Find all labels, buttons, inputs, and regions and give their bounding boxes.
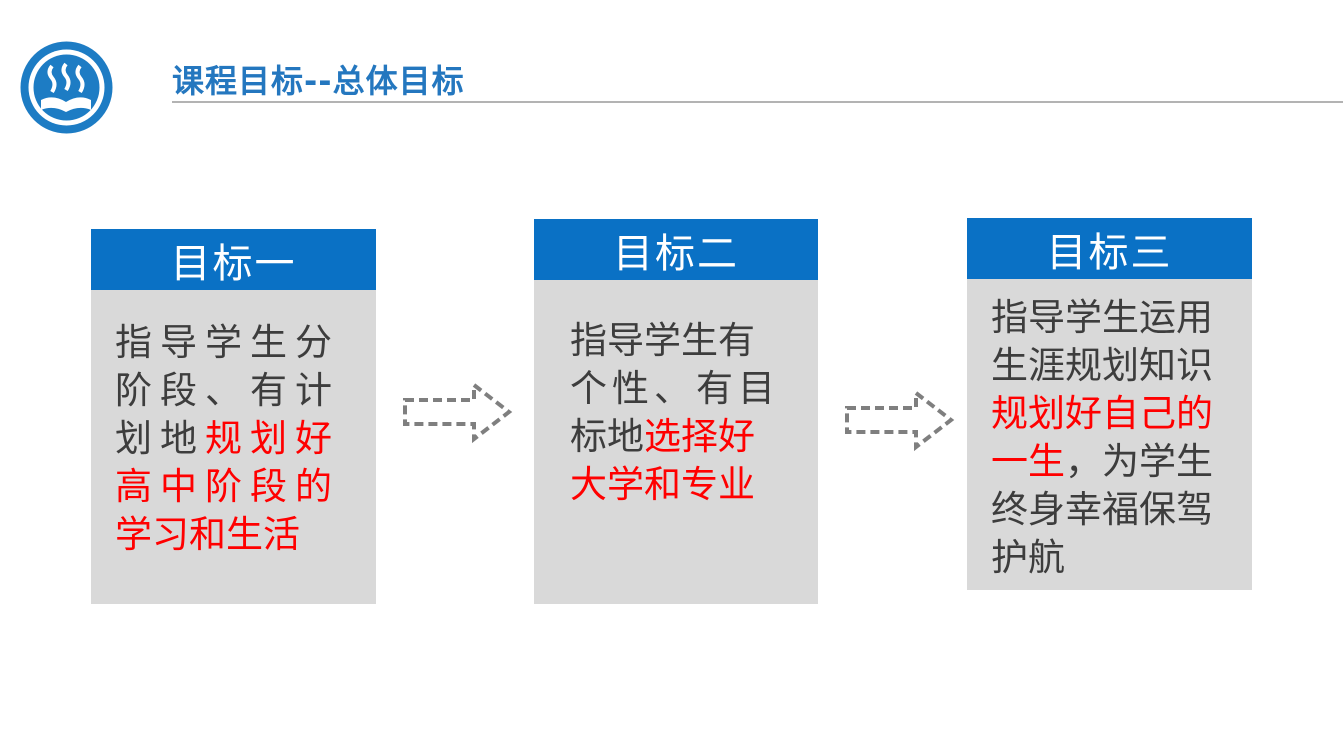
goal-highlight-text: 学习和生活 (115, 513, 300, 556)
goal-line: 阶段、有计 (115, 367, 340, 415)
goal-card-header: 目标二 (534, 219, 818, 280)
page-title: 课程目标--总体目标 (172, 62, 465, 100)
goal-highlight-text: 规划好 (205, 417, 340, 460)
goal-description: 指导学生有 个性、有目 标地选择好 大学和专业 (570, 317, 780, 509)
goal-card-header: 目标三 (967, 218, 1252, 279)
goal-text: 终身幸福保驾 (991, 488, 1213, 531)
school-logo (20, 41, 113, 134)
goal-text: 指导学生有 (570, 319, 755, 362)
goal-line: 标地选择好 (570, 413, 780, 461)
goal-text: 标地 (570, 415, 644, 458)
goal-text: ，为学生 (1065, 440, 1213, 483)
goal-line: 个性、有目 (570, 365, 780, 413)
goal-card-2: 目标二 指导学生有 个性、有目 标地选择好 大学和专业 (534, 219, 818, 604)
goal-text: 护航 (991, 536, 1065, 579)
goal-text: 生涯规划知识 (991, 344, 1213, 387)
title-divider (172, 101, 1343, 103)
goal-line: 生涯规划知识 (991, 342, 1213, 390)
goal-description: 指导学生运用 生涯规划知识 规划好自己的 一生，为学生 终身幸福保驾 护航 (991, 294, 1213, 582)
goal-line: 指导学生有 (570, 317, 780, 365)
goal-highlight-text: 一生 (991, 440, 1065, 483)
goal-card-header: 目标一 (91, 229, 376, 290)
goal-text: 划地 (115, 417, 205, 460)
goal-line: 指导学生运用 (991, 294, 1213, 342)
goal-text: 指导学生分 (115, 321, 340, 364)
goal-line: 护航 (991, 534, 1213, 582)
goal-line: 学习和生活 (115, 511, 340, 559)
goal-highlight-text: 规划好自己的 (991, 392, 1213, 435)
goal-description: 指导学生分 阶段、有计 划地规划好 高中阶段的 学习和生活 (115, 319, 340, 559)
goal-card-3: 目标三 指导学生运用 生涯规划知识 规划好自己的 一生，为学生 终身幸福保驾 护… (967, 218, 1252, 590)
goal-title: 目标二 (613, 230, 739, 277)
goal-line: 划地规划好 (115, 415, 340, 463)
goal-card-1: 目标一 指导学生分 阶段、有计 划地规划好 高中阶段的 学习和生活 (91, 229, 376, 604)
dashed-right-arrow-icon (403, 380, 513, 444)
goal-line: 规划好自己的 (991, 390, 1213, 438)
goal-title: 目标三 (1046, 229, 1173, 276)
goal-text: 指导学生运用 (991, 296, 1213, 339)
goal-text: 阶段、有计 (115, 369, 340, 412)
goal-highlight-text: 高中阶段的 (115, 465, 340, 508)
goal-line: 高中阶段的 (115, 463, 340, 511)
goal-title: 目标一 (170, 240, 297, 287)
goal-line: 一生，为学生 (991, 438, 1213, 486)
goal-line: 终身幸福保驾 (991, 486, 1213, 534)
goal-text: 个性、有目 (570, 367, 780, 410)
goal-line: 大学和专业 (570, 461, 780, 509)
goal-highlight-text: 大学和专业 (570, 463, 755, 506)
dashed-right-arrow-icon (845, 388, 955, 452)
goal-line: 指导学生分 (115, 319, 340, 367)
goal-highlight-text: 选择好 (644, 415, 755, 458)
